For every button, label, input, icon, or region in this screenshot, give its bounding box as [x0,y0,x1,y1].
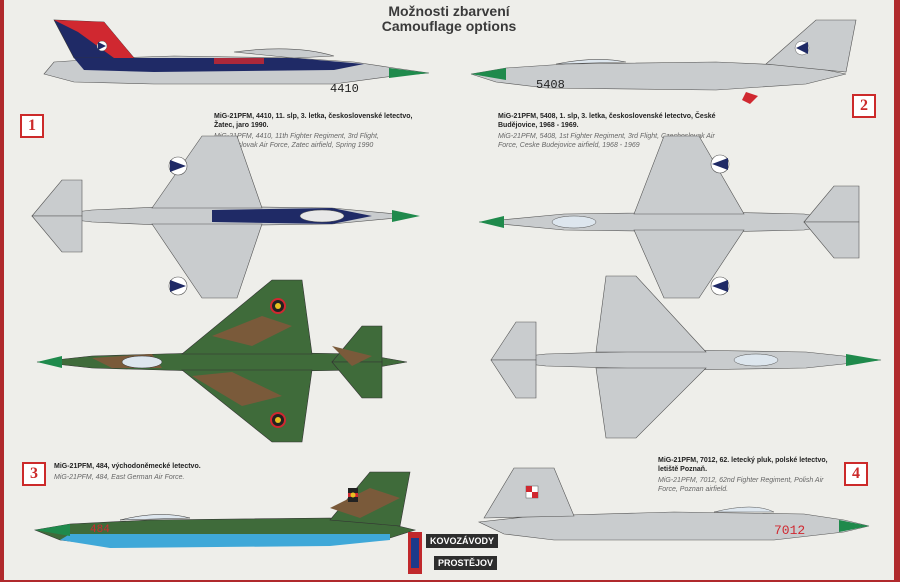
title-english: Camouflage options [381,18,517,34]
title-czech: Možnosti zbarvení [388,3,510,19]
option-4-side-view: 7012 [477,467,870,541]
option-2-top-view [478,135,860,299]
logo-mark-icon [408,532,422,574]
option-1-caption-czech: MiG-21PFM, 4410, 11. slp, 3. letka, česk… [214,113,413,129]
option-1-caption-english: MiG-21PFM, 4410, 11th Fighter Regiment, … [214,133,379,149]
option-3-caption-czech: MiG-21PFM, 484, východoněmecké letectvo. [54,463,201,470]
option-1-side-view: 4410 [43,19,430,96]
option-4-caption-english: MiG-21PFM, 7012, 62nd Fighter Regiment, … [658,477,824,493]
option-2-badge: 2 [852,94,876,118]
option-2-serial: 5408 [536,78,565,92]
option-2-side-view: 5408 [470,19,857,104]
instruction-sheet: Možnosti zbarvení Camouflage options 441… [4,0,894,580]
option-4-badge: 4 [844,462,868,486]
option-2-caption: MiG-21PFM, 5408, 1. slp, 3. letka, česko… [498,112,718,150]
option-1-badge: 1 [20,114,44,138]
option-4-top-view [490,275,882,439]
option-3-caption: MiG-21PFM, 484, východoněmecké letectvo.… [54,462,254,482]
option-3-serial: 484 [90,524,110,536]
option-3-caption-english: MiG-21PFM, 484, East German Air Force. [54,474,185,481]
option-2-caption-czech: MiG-21PFM, 5408, 1. slp, 3. letka, česko… [498,113,716,129]
option-4-caption: MiG-21PFM, 7012, 62. letecký pluk, polsk… [658,456,838,494]
option-1-serial: 4410 [330,82,359,96]
option-3-top-view [36,279,408,443]
option-3-side-view: 484 [33,471,417,548]
logo-line-2: PROSTĚJOV [434,556,498,570]
option-2-caption-english: MiG-21PFM, 5408, 1st Fighter Regiment, 3… [498,133,715,149]
option-1-top-view [31,135,420,299]
option-1-caption: MiG-21PFM, 4410, 11. slp, 3. letka, česk… [214,112,414,150]
manufacturer-logo: KOVOZÁVODY PROSTĚJOV [408,528,499,578]
option-4-serial: 7012 [774,523,805,538]
logo-line-1: KOVOZÁVODY [426,534,499,548]
option-3-badge: 3 [22,462,46,486]
option-4-caption-czech: MiG-21PFM, 7012, 62. letecký pluk, polsk… [658,457,828,473]
